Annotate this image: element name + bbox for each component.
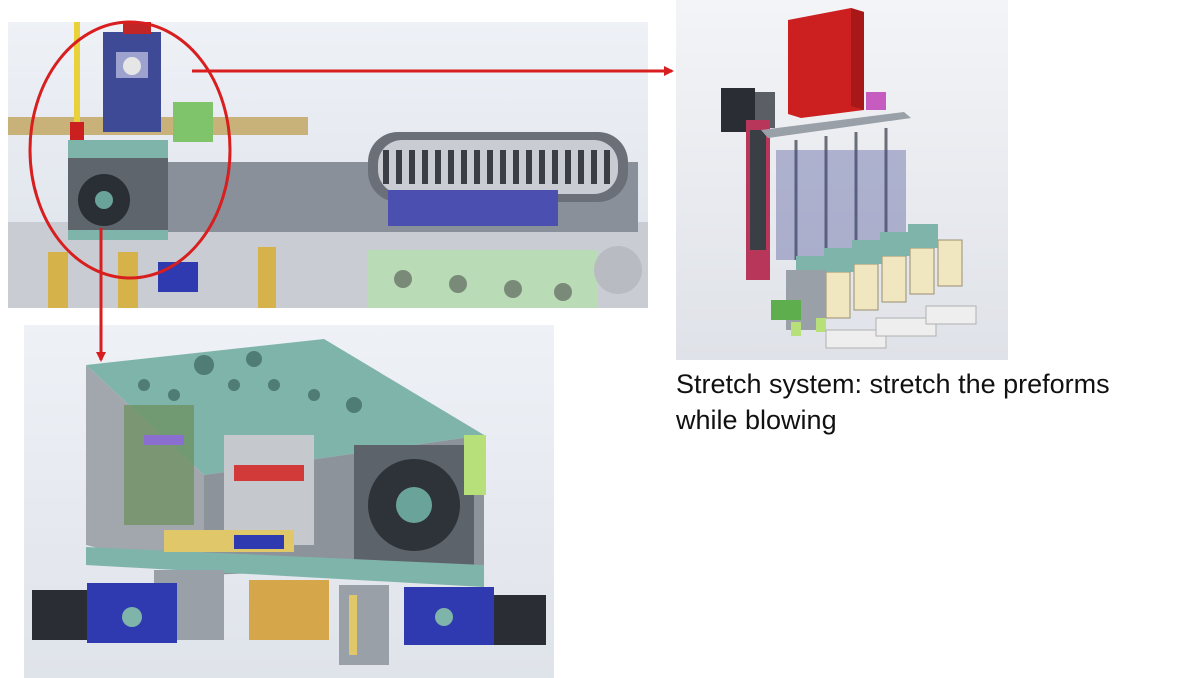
stretch-system-detail-image	[676, 0, 1008, 360]
machine-overview-image	[8, 22, 648, 308]
stretch-system-caption: Stretch system: stretch the preforms whi…	[676, 366, 1176, 438]
caption-line-1: Stretch system: stretch the preforms	[676, 369, 1110, 399]
caption-line-2: while blowing	[676, 405, 837, 435]
stretch-unit-detail-image	[24, 325, 554, 678]
